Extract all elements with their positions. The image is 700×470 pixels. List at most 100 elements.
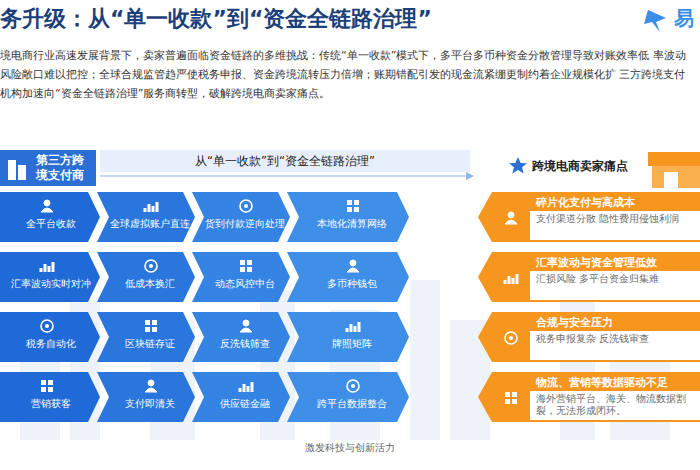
icon-part <box>45 324 49 328</box>
icon-part <box>354 207 359 212</box>
intro-paragraph: 境电商行业高速发展背景下，卖家普遍面临资金链路的多维挑战：传统“单一收款”模式下… <box>0 46 694 103</box>
service-icon <box>41 380 53 392</box>
node-fill <box>530 271 700 300</box>
node-text: 汇率波动与资金管理低效 <box>536 256 657 270</box>
node-outline <box>97 192 195 242</box>
service-chevron: 跨平台数据整合 <box>287 372 409 422</box>
icon-part <box>504 280 507 284</box>
icon-part <box>512 399 517 404</box>
node-fill <box>287 312 409 362</box>
icon-part <box>247 260 252 265</box>
service-icon <box>145 260 157 272</box>
icon-part <box>18 165 26 180</box>
icon-part <box>350 260 356 266</box>
icon-part <box>156 202 159 212</box>
node-outline <box>192 372 290 422</box>
node-text: 第三方跨境支付商 <box>36 153 86 183</box>
node-text: 供应链金融 <box>203 399 287 410</box>
node-text: 多币种钱包 <box>298 279 406 290</box>
icon-part <box>149 264 153 268</box>
node-fill <box>287 192 409 242</box>
node-text: 物流、营销等数据驱动不足 <box>536 376 668 390</box>
pain-detail-box: 税务申报复杂 反洗钱审查 <box>530 331 700 360</box>
service-chevron: 牌照矩阵 <box>287 312 409 362</box>
node-fill <box>192 372 290 422</box>
node-text: 汇率波动实时对冲 <box>4 279 97 290</box>
node-fill <box>0 192 100 242</box>
node-fill <box>97 372 195 422</box>
node-text: 全平台收款 <box>4 219 97 230</box>
pain-detail-box: 汇损风险 多平台资金归集难 <box>530 271 700 300</box>
icon-part <box>144 208 147 212</box>
icon-part <box>354 200 359 205</box>
icon-part <box>240 260 245 265</box>
node-fill <box>97 192 195 242</box>
service-icon <box>240 200 252 212</box>
node-outline <box>192 252 290 302</box>
service-chevron: 供应链金融 <box>192 372 290 422</box>
icon-part <box>512 278 515 284</box>
node-outline <box>287 192 409 242</box>
node-text: 营销获客 <box>4 399 97 410</box>
icon-part <box>239 388 242 392</box>
icon-part <box>350 324 353 332</box>
icon-part <box>346 328 349 332</box>
node-text: 合规与安全压力 <box>536 316 613 330</box>
icon-part <box>48 387 53 392</box>
node-text: 碎片化支付与高成本 <box>536 196 635 210</box>
service-chevron: 反洗钱筛查 <box>192 312 290 362</box>
icon-part <box>41 320 53 332</box>
node-text: 跨平台数据整合 <box>298 399 406 410</box>
provider-header-box: 第三方跨境支付商 <box>0 150 96 186</box>
icon-part <box>247 267 252 272</box>
service-icon <box>41 320 53 332</box>
service-icon <box>145 320 157 332</box>
service-icon <box>239 382 254 392</box>
service-icon <box>144 202 159 212</box>
node-text: 海外营销平台、海关、物流数据割裂，无法形成闭环。 <box>536 393 700 418</box>
icon-part <box>516 274 519 284</box>
icon-part <box>145 327 150 332</box>
node-text: 区块链存证 <box>108 339 192 350</box>
node-text: 税务申报复杂 反洗钱审查 <box>536 333 700 345</box>
node-outline <box>0 252 100 302</box>
service-chevron: 本地化清算网络 <box>287 192 409 242</box>
node-text: 货到付款逆向处理 <box>203 219 287 230</box>
icon-part <box>505 332 517 344</box>
pain-point-arrow: 汇率波动与资金管理低效汇损风险 多平台资金归集难 <box>478 252 700 302</box>
node-text: 牌照矩阵 <box>298 339 406 350</box>
icon-part <box>354 326 357 332</box>
icon-part <box>512 392 517 397</box>
node-text: 本地化清算网络 <box>298 219 406 230</box>
icon-part <box>52 262 55 272</box>
node-fill <box>478 312 700 362</box>
transition-band: 从“单一收款”到“资金全链路治理” <box>100 150 470 172</box>
section-heading: 跨境电商卖家痛点 <box>532 159 642 174</box>
icon-part <box>247 386 250 392</box>
node-outline <box>97 312 195 362</box>
icon-part <box>505 399 510 404</box>
service-chevron: 支付即清关 <box>97 372 195 422</box>
node-outline <box>287 252 409 302</box>
icon-part <box>8 160 16 180</box>
icon-part <box>145 388 157 392</box>
node-text: 动态风控中台 <box>203 279 287 290</box>
icon-part <box>347 207 352 212</box>
service-chevron: 营销获客 <box>0 372 100 422</box>
icon-part <box>40 268 43 272</box>
icon-part <box>41 208 53 212</box>
service-icon <box>505 392 517 404</box>
node-fill <box>287 252 409 302</box>
node-fill <box>478 252 700 302</box>
node-fill <box>530 391 700 420</box>
service-icon <box>347 200 359 212</box>
node-outline <box>192 192 290 242</box>
icon-part <box>505 220 517 224</box>
icon-part <box>347 380 359 392</box>
node-fill <box>192 192 290 242</box>
node-fill <box>0 372 100 422</box>
service-chevron: 货到付款逆向处理 <box>192 192 290 242</box>
service-chevron: 低成本换汇 <box>97 252 195 302</box>
icon-part <box>508 212 514 218</box>
icon-part <box>243 384 246 392</box>
